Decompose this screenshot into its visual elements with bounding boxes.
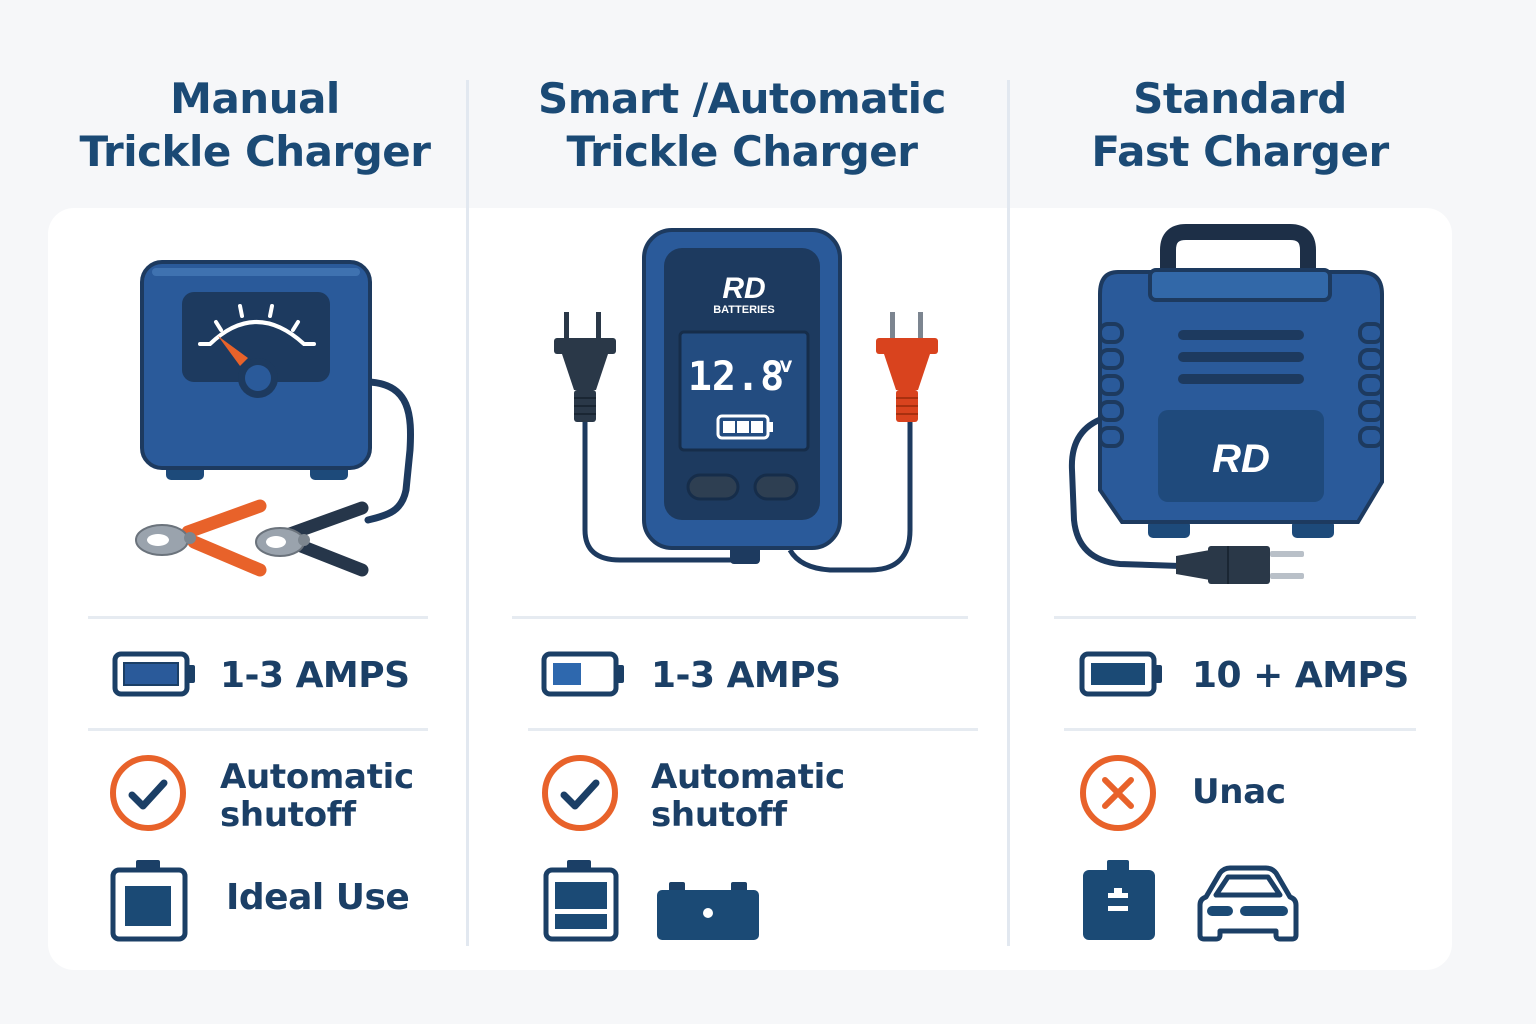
row-divider — [88, 616, 428, 619]
device-button-left — [686, 473, 740, 501]
voltage-readout: 12.8 — [688, 354, 784, 400]
smart-charger-illustration: RD BATTERIES 12.8 V — [540, 220, 960, 590]
device-brand: RD — [722, 272, 765, 305]
row-divider — [1054, 616, 1416, 619]
battery-low-icon — [541, 651, 627, 697]
amps-value: 1-3 AMPS — [651, 655, 841, 696]
feature-label: Automatic shutoff — [220, 757, 414, 835]
manual-charger-illustration — [100, 240, 440, 590]
device-button-right — [753, 473, 799, 501]
column-title-smart: Smart /Automatic Trickle Charger — [538, 74, 946, 176]
check-circle-icon — [108, 753, 188, 833]
battery-half-icon — [543, 858, 619, 942]
column-title-fast: Standard Fast Charger — [1091, 74, 1389, 176]
voltage-unit: V — [780, 357, 793, 376]
x-circle-icon — [1078, 753, 1158, 833]
device-brand: RD — [1212, 437, 1270, 481]
amps-value: 10 + AMPS — [1192, 655, 1409, 696]
battery-filled-icon — [1081, 858, 1157, 942]
amps-value: 1-3 AMPS — [220, 655, 410, 696]
car-battery-icon — [655, 880, 761, 942]
row-divider — [528, 728, 978, 731]
column-title-manual: Manual Trickle Charger — [79, 74, 431, 176]
battery-full-icon — [112, 651, 198, 697]
row-divider — [1064, 728, 1416, 731]
battery-full-icon — [1079, 651, 1165, 697]
column-divider — [1007, 80, 1010, 946]
row-divider — [88, 728, 428, 731]
row-divider — [512, 616, 968, 619]
device-brand-sub: BATTERIES — [713, 304, 775, 316]
check-circle-icon — [540, 753, 620, 833]
ideal-use-label: Ideal Use — [226, 877, 410, 918]
column-divider — [466, 80, 469, 946]
feature-label: Automatic shutoff — [651, 757, 845, 835]
fast-charger-illustration: RD — [1060, 220, 1400, 590]
feature-label: Unac — [1192, 772, 1286, 812]
car-icon — [1192, 865, 1304, 943]
battery-square-icon — [110, 858, 188, 942]
